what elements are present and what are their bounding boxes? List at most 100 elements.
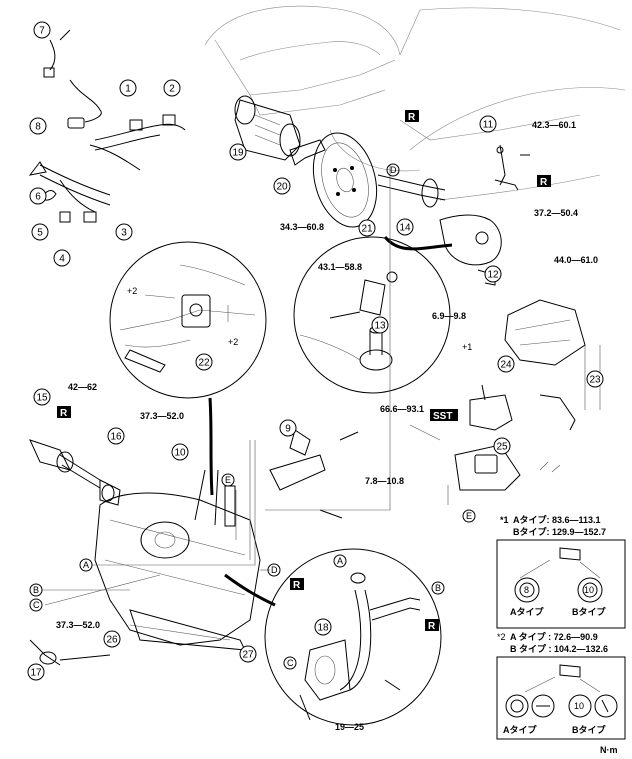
r-marker-4: R xyxy=(293,580,301,591)
letter-e-bracket: E xyxy=(466,511,472,521)
callout-8: 8 xyxy=(29,117,47,135)
callout-3: 3 xyxy=(115,223,133,241)
torque-37-3-b: 37.3—52.0 xyxy=(56,620,100,630)
callout-9-text: 9 xyxy=(285,424,291,435)
torque-44-0: 44.0—61.0 xyxy=(554,255,598,265)
leader-detail-1 xyxy=(208,397,214,496)
legend1-line-a: Aタイプ: 83.6—113.1 xyxy=(513,514,601,525)
starter-motor xyxy=(234,95,301,161)
callout-4: 4 xyxy=(53,249,71,267)
callout-21: 21 xyxy=(358,219,376,237)
letter-b-detail: B xyxy=(435,583,441,593)
callout-22: 22 xyxy=(195,353,213,371)
legend1-bolt-a: 8 xyxy=(524,585,529,595)
r-marker-5: R xyxy=(428,621,436,632)
legend2-line-a: A タイプ : 72.6—90.9 xyxy=(510,631,598,642)
callout-25-text: 25 xyxy=(496,442,508,453)
plus2-marker-a: +2 xyxy=(127,286,137,296)
r-marker-2: R xyxy=(540,177,548,188)
torque-labels: 42.3—60.1 37.2—50.4 34.3—60.8 43.1—58.8 … xyxy=(56,120,598,732)
detail-circle-oil-cooler xyxy=(264,548,442,726)
callout-10-text: 10 xyxy=(174,448,186,459)
callout-5: 5 xyxy=(31,223,49,241)
callout-11-text: 11 xyxy=(483,120,494,131)
letter-d-top: D xyxy=(390,165,397,175)
legend1-line-b: Bタイプ: 129.9—152.7 xyxy=(513,526,606,537)
callout-7: 7 xyxy=(33,21,51,39)
callout-25: 25 xyxy=(493,437,511,455)
callout-26-text: 26 xyxy=(106,635,118,646)
legend1-bolt-b: 10 xyxy=(584,585,594,595)
detail-circle-joint xyxy=(293,236,451,394)
callout-16-text: 16 xyxy=(110,432,122,443)
plus1-marker: +1 xyxy=(462,342,472,352)
callout-26: 26 xyxy=(103,630,121,648)
letter-b-main: B xyxy=(33,585,39,595)
callout-22-text: 22 xyxy=(198,358,210,369)
torque-19-25: 19—25 xyxy=(335,722,364,732)
callout-17-text: 17 xyxy=(30,668,42,679)
callout-3-text: 3 xyxy=(121,228,127,239)
callout-17: 17 xyxy=(27,663,45,681)
star2-marker: *2 xyxy=(497,632,506,642)
driveshaft-assembly xyxy=(377,144,530,286)
callout-19: 19 xyxy=(229,143,247,161)
legend1-mark: *1 xyxy=(500,515,509,525)
legend1-label-b: Bタイプ xyxy=(572,606,606,617)
callout-2: 2 xyxy=(163,79,181,97)
drive-plate xyxy=(312,132,378,228)
r-markers: R R R R R SST xyxy=(57,110,551,632)
letter-c-detail: C xyxy=(287,658,294,668)
callout-20-text: 20 xyxy=(276,182,288,193)
r-marker-3: R xyxy=(60,408,68,419)
reference-letters: A B C D D E E A B C xyxy=(29,163,476,670)
plus2-marker-b: +2 xyxy=(228,337,238,347)
callout-16: 16 xyxy=(107,427,125,445)
torque-7-8: 7.8—10.8 xyxy=(365,476,404,486)
callout-23-text: 23 xyxy=(589,375,601,386)
callout-20: 20 xyxy=(273,177,291,195)
r-marker-1: R xyxy=(408,112,416,123)
callout-15: 15 xyxy=(33,388,51,406)
legend2-label-b: Bタイプ xyxy=(572,724,606,735)
callout-15-text: 15 xyxy=(36,393,48,404)
callout-1-text: 1 xyxy=(125,84,131,95)
legend1-label-a: Aタイプ xyxy=(510,606,544,617)
torque-6-9: 6.9—9.8 xyxy=(432,311,466,321)
harness-pieces xyxy=(28,29,186,223)
callout-12: 12 xyxy=(484,265,502,283)
legend-type-2: A タイプ : 72.6—90.9 B タイプ : 104.2—132.6 10… xyxy=(496,631,626,740)
unit-label: N·m xyxy=(600,745,618,755)
letter-e-main: E xyxy=(225,475,231,485)
callout-27-text: 27 xyxy=(242,650,254,661)
torque-37-3-a: 37.3—52.0 xyxy=(140,411,184,421)
detail-circle-mount xyxy=(109,241,267,399)
torque-66-6: 66.6—93.1 xyxy=(380,404,424,414)
legend2-label-a: Aタイプ xyxy=(503,724,537,735)
callout-9: 9 xyxy=(279,419,297,437)
callout-19-text: 19 xyxy=(232,148,244,159)
callout-6: 6 xyxy=(29,187,47,205)
left-driveshaft xyxy=(29,439,101,489)
callout-8-text: 8 xyxy=(35,122,41,133)
legend2-line-b: B タイプ : 104.2—132.6 xyxy=(510,643,608,654)
callout-18: 18 xyxy=(314,618,332,636)
callout-1: 1 xyxy=(119,79,137,97)
letter-c-main: C xyxy=(33,600,40,610)
legend-type-1: *1 Aタイプ: 83.6—113.1 Bタイプ: 129.9—152.7 8 … xyxy=(496,514,626,629)
torque-42-62: 42—62 xyxy=(68,382,97,392)
callout-21-text: 21 xyxy=(361,224,373,235)
callout-2-text: 2 xyxy=(169,84,175,95)
callout-14-text: 14 xyxy=(399,223,411,234)
callout-13: 13 xyxy=(371,316,389,334)
legend2-bolt-b: 10 xyxy=(574,701,584,711)
torque-34-3: 34.3—60.8 xyxy=(280,222,324,232)
dust-cover xyxy=(289,139,326,166)
torque-43-1: 43.1—58.8 xyxy=(318,262,362,272)
callout-6-text: 6 xyxy=(35,192,41,203)
callout-24-text: 24 xyxy=(500,360,512,371)
callout-27: 27 xyxy=(239,645,257,663)
mount-bracket xyxy=(454,299,586,491)
callout-13-text: 13 xyxy=(374,321,386,332)
